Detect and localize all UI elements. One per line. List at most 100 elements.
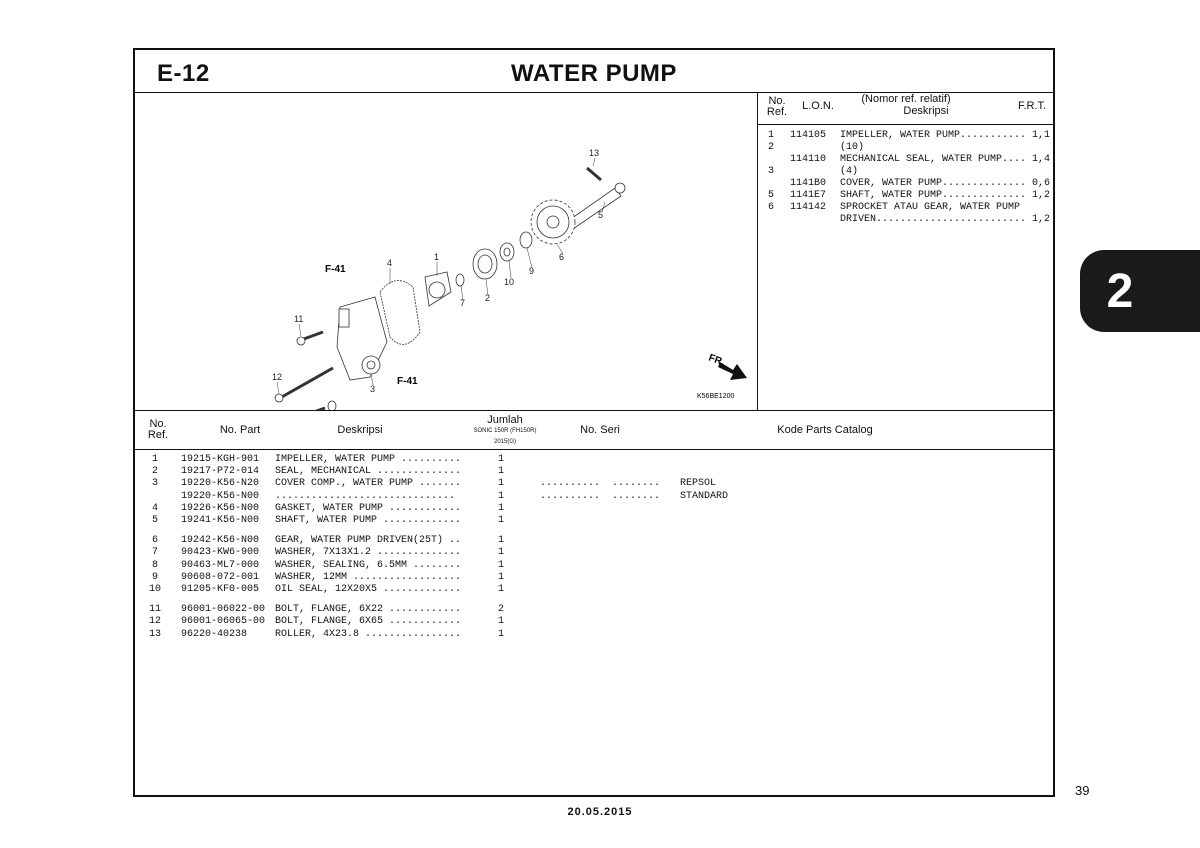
lon-cell-code: 1141B0 (790, 178, 827, 189)
part-cell-qty: 1 (497, 559, 504, 571)
callout-2: 2 (485, 293, 490, 303)
part-cell-desc: WASHER, SEALING, 6.5MM ........ (275, 559, 462, 571)
table-row: 19220-K56-N00...........................… (135, 491, 1053, 503)
part-cell-number: 19217-P72-014 (181, 466, 260, 478)
lon-cell-code: 114142 (790, 202, 827, 213)
part-cell-ref: 4 (151, 502, 158, 514)
part-cell-kode: REPSOL (680, 478, 717, 490)
exploded-diagram: 13 5 6 9 10 2 7 1 4 3 11 12 8 11 F-41 F-… (135, 92, 758, 440)
part-cell-ref: 5 (151, 515, 158, 526)
part-cell-ref: 12 (148, 616, 161, 628)
part-cell-desc: COVER COMP., WATER PUMP ....... (275, 478, 462, 490)
part-cell-ref: 1 (151, 454, 158, 465)
callout-4: 4 (387, 258, 392, 268)
bolt-12 (279, 366, 334, 400)
page-title: WATER PUMP (511, 60, 677, 87)
parts-header-no-part: No. Part (219, 424, 261, 436)
lon-header-no-ref: No. Ref. (766, 95, 788, 118)
part-cell-number: 19241-K56-N00 (181, 515, 260, 526)
parts-header-jumlah: Jumlah (487, 414, 523, 426)
callout-10: 10 (504, 277, 514, 287)
front-arrow-icon (718, 362, 747, 380)
section-code: E-12 (157, 60, 210, 87)
lon-cell-ref: 5 (768, 190, 775, 201)
water-pump-diagram: 13 5 6 9 10 2 7 1 4 3 11 12 8 11 F-41 F-… (272, 148, 747, 440)
lon-cell-desc: (4) (840, 166, 859, 177)
parts-table-header: No. Ref. No. Part Deskripsi Jumlah SONIC… (135, 410, 1053, 450)
part-cell-qty: 1 (497, 454, 504, 465)
part-cell-number: 96001-06065-00 (181, 616, 266, 628)
lon-cell-desc: COVER, WATER PUMP.............. 0,6 (840, 178, 1051, 189)
part-cell-ref: 7 (151, 547, 158, 559)
part-cell-ref: 2 (151, 466, 158, 478)
lon-cell-desc: IMPELLER, WATER PUMP........... 1,1 (840, 130, 1051, 141)
lon-cell-ref: 2 (768, 142, 775, 153)
ref-label-f41-upper: F-41 (325, 264, 346, 275)
section-tab: 2 (1080, 250, 1200, 332)
ref-label-f41-lower: F-41 (397, 376, 418, 387)
parts-header-kode: Kode Parts Catalog (777, 424, 873, 436)
page-header: E-12 WATER PUMP (135, 50, 1053, 93)
lon-cell-desc: (10) (840, 142, 865, 153)
part-cell-desc: GASKET, WATER PUMP ............ (275, 502, 462, 514)
figure-id: K56BE1200 (697, 393, 734, 400)
callout-9: 9 (529, 266, 534, 276)
part-cell-qty: 1 (497, 571, 504, 583)
lon-cell-desc: DRIVEN......................... 1,2 (840, 214, 1051, 225)
part-cell-desc: GEAR, WATER PUMP DRIVEN(25T) .. (275, 535, 462, 547)
parts-header-no-seri: No. Seri (580, 424, 620, 436)
lon-cell-desc: SHAFT, WATER PUMP.............. 1,2 (840, 190, 1051, 201)
parts-header-deskripsi: Deskripsi (337, 424, 383, 436)
table-row: 12 96001-06065-00 BOLT, FLANGE, 6X65 .....… (135, 616, 1053, 628)
part-cell-qty: 1 (497, 547, 504, 559)
lon-header-nomor-ref: (Nomor ref. relatif) (861, 93, 951, 105)
lon-header-frt: F.R.T. (1017, 100, 1047, 112)
callout-3: 3 (370, 384, 375, 394)
gasket-part (379, 280, 421, 345)
part-cell-number: 19242-K56-N00 (181, 535, 260, 547)
part-cell-qty: 1 (497, 616, 504, 628)
part-cell-ref: 13 (148, 628, 161, 640)
part-cell-ref: 3 (151, 478, 158, 490)
part-cell-desc: SEAL, MECHANICAL .............. (275, 466, 462, 478)
lon-cell-code: 114110 (790, 154, 827, 165)
part-cell-ref: 8 (151, 559, 158, 571)
lon-table-header: No. Ref. L.O.N. (Nomor ref. relatif) Des… (758, 92, 1055, 125)
part-cell-qty: 1 (497, 478, 504, 490)
washer-7-part (455, 273, 465, 287)
callout-6: 6 (559, 252, 564, 262)
part-cell-ref: 10 (148, 584, 161, 595)
callout-1: 1 (434, 252, 439, 262)
part-cell-desc: BOLT, FLANGE, 6X65 ............ (275, 616, 462, 628)
section-tab-number: 2 (1106, 265, 1134, 318)
catalog-frame: E-12 WATER PUMP (133, 48, 1055, 797)
part-cell-number: 19220-K56-N20 (181, 478, 260, 490)
lon-header-lon: L.O.N. (802, 100, 834, 112)
front-label: FR. (707, 352, 726, 368)
part-cell-ref: 9 (151, 571, 158, 583)
page-number: 39 (1075, 783, 1090, 798)
lon-cell-ref: 6 (768, 202, 775, 213)
part-cell-number: 90423-KW6-900 (181, 547, 260, 559)
part-cell-qty: 1 (497, 584, 504, 595)
part-cell-qty: 1 (497, 628, 504, 640)
parts-header-model: SONIC 150R (FH150R) (473, 428, 537, 434)
parts-header-year: 2015(G) (493, 439, 516, 445)
part-cell-number: 91205-KF0-005 (181, 584, 260, 595)
lon-cell-code: 114105 (790, 130, 827, 141)
part-cell-number: 19220-K56-N00 (181, 490, 260, 502)
callout-11a: 11 (294, 314, 303, 324)
part-cell-number: 90608-072-001 (181, 571, 260, 583)
roller-part (586, 166, 602, 182)
part-cell-qty: 1 (497, 466, 504, 478)
lon-cell-desc: MECHANICAL SEAL, WATER PUMP.... 1,4 (840, 154, 1051, 165)
